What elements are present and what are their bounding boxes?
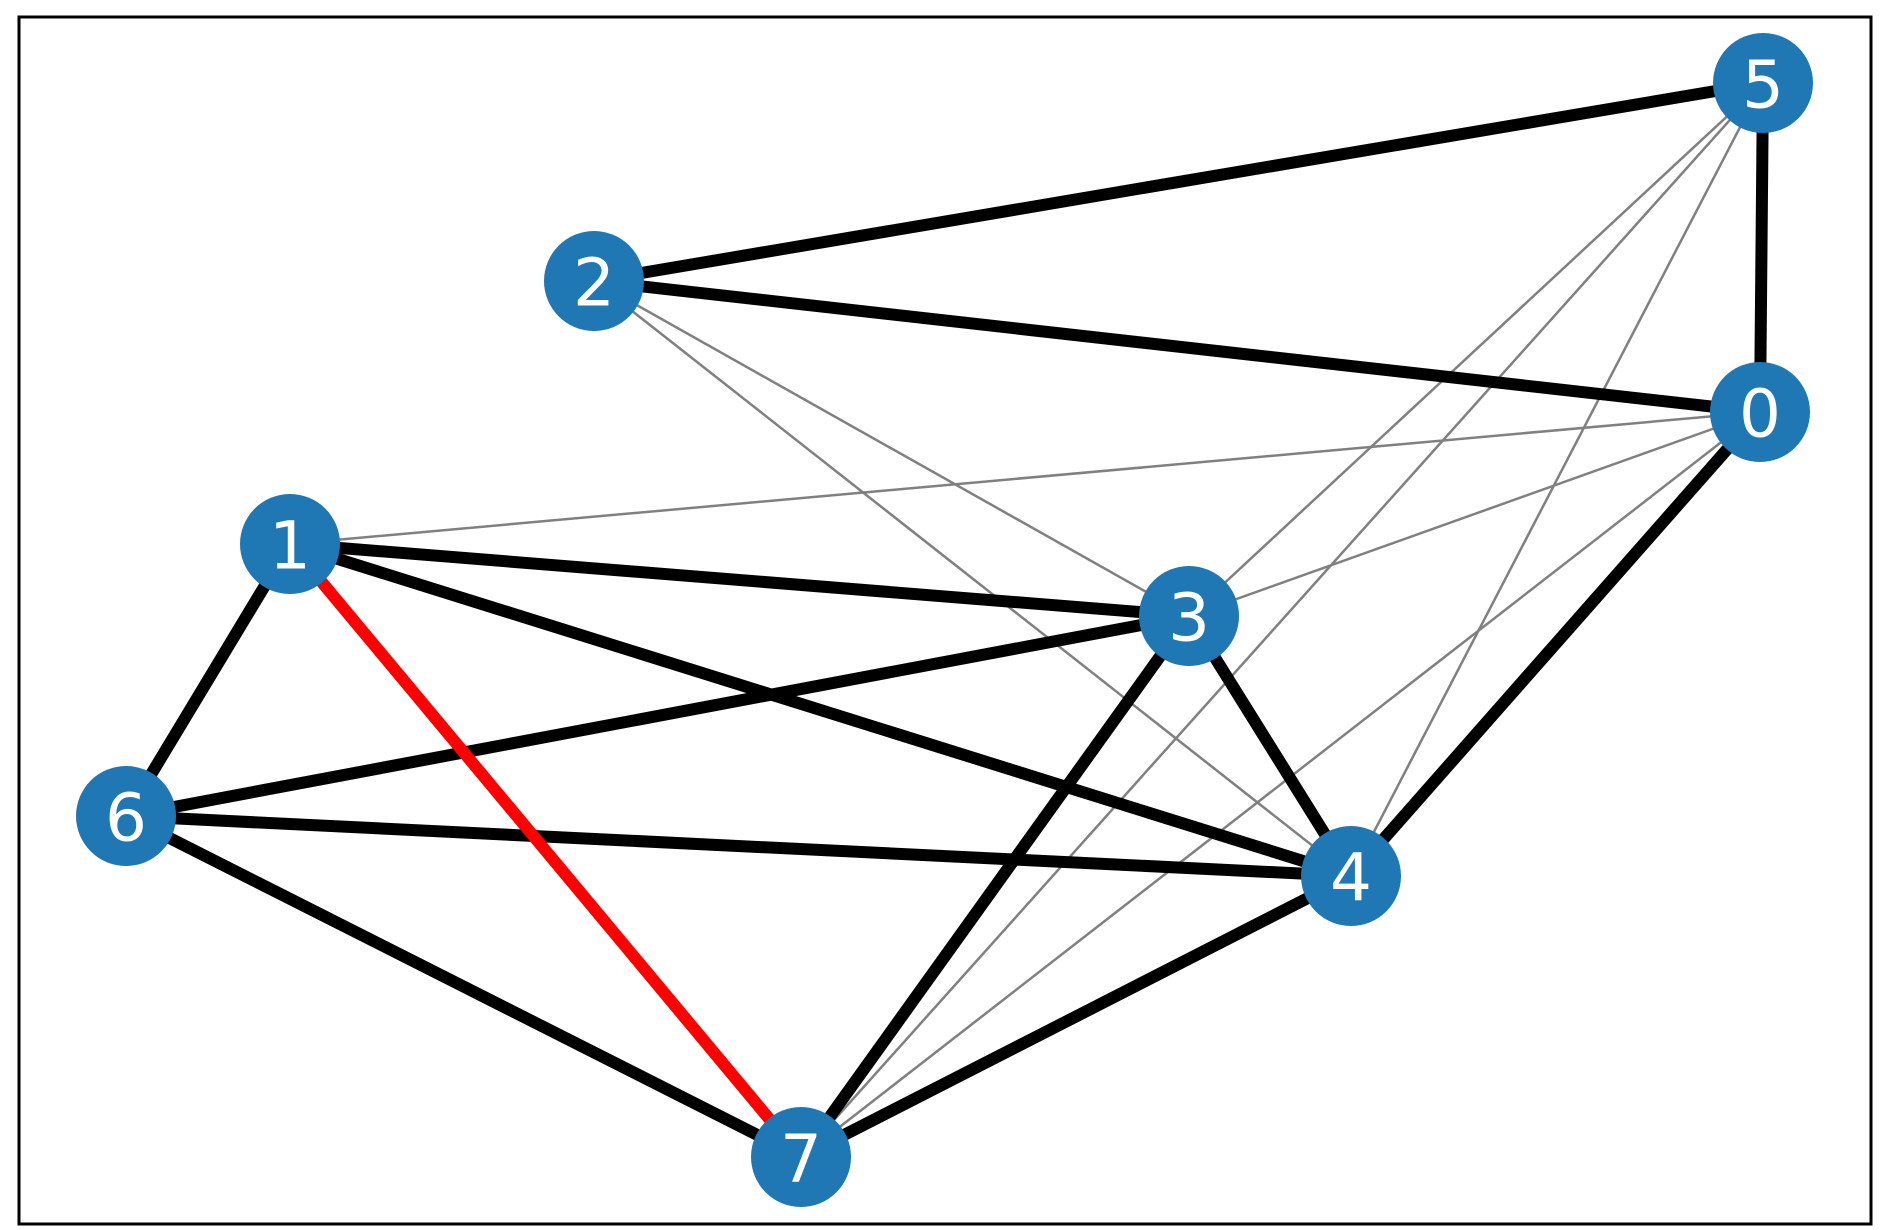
edge-1-6 — [120, 538, 296, 822]
node-4: 4 — [1301, 826, 1401, 926]
edge-2-3 — [592, 279, 1191, 618]
node-label-0: 0 — [1739, 376, 1781, 453]
node-3: 3 — [1139, 566, 1239, 666]
edge-0-4 — [1345, 406, 1766, 882]
node-circle-5 — [1713, 33, 1813, 133]
node-circle-2 — [544, 231, 644, 331]
node-5: 5 — [1713, 33, 1813, 133]
node-circle-1 — [240, 494, 340, 594]
node-label-4: 4 — [1330, 840, 1372, 917]
node-2: 2 — [544, 231, 644, 331]
node-label-7: 7 — [780, 1121, 822, 1198]
node-circle-0 — [1710, 362, 1810, 462]
edge-6-7 — [120, 810, 807, 1163]
node-label-3: 3 — [1168, 580, 1210, 657]
edge-4-5 — [1349, 81, 1765, 878]
edge-1-7 — [284, 538, 807, 1163]
node-circle-7 — [751, 1107, 851, 1207]
edge-0-2 — [588, 275, 1766, 418]
node-1: 1 — [240, 494, 340, 594]
plot-frame — [17, 15, 1873, 1226]
edge-3-4 — [1183, 610, 1357, 882]
node-6: 6 — [76, 766, 176, 866]
nodes-layer: 0 1 2 3 4 5 6 7 — [76, 33, 1813, 1207]
node-label-1: 1 — [269, 508, 311, 585]
edge-2-4 — [592, 279, 1353, 878]
edge-1-4 — [284, 538, 1357, 882]
node-circle-6 — [76, 766, 176, 866]
edge-3-6 — [120, 610, 1195, 822]
edge-5-7 — [799, 81, 1765, 1159]
node-label-6: 6 — [105, 780, 147, 857]
node-label-2: 2 — [573, 245, 615, 322]
edge-0-3 — [1187, 410, 1762, 618]
edge-3-5 — [1187, 81, 1765, 618]
node-label-5: 5 — [1742, 47, 1784, 124]
edge-1-3 — [284, 538, 1195, 622]
edge-3-7 — [795, 610, 1195, 1163]
edges-layer — [120, 77, 1769, 1163]
node-7: 7 — [751, 1107, 851, 1207]
node-circle-4 — [1301, 826, 1401, 926]
edge-4-7 — [795, 870, 1357, 1163]
node-circle-3 — [1139, 566, 1239, 666]
edge-0-1 — [288, 410, 1762, 546]
edge-0-5 — [1754, 77, 1769, 418]
edge-4-6 — [120, 810, 1357, 882]
edge-0-7 — [799, 410, 1762, 1159]
node-0: 0 — [1710, 362, 1810, 462]
edge-2-5 — [588, 77, 1769, 287]
